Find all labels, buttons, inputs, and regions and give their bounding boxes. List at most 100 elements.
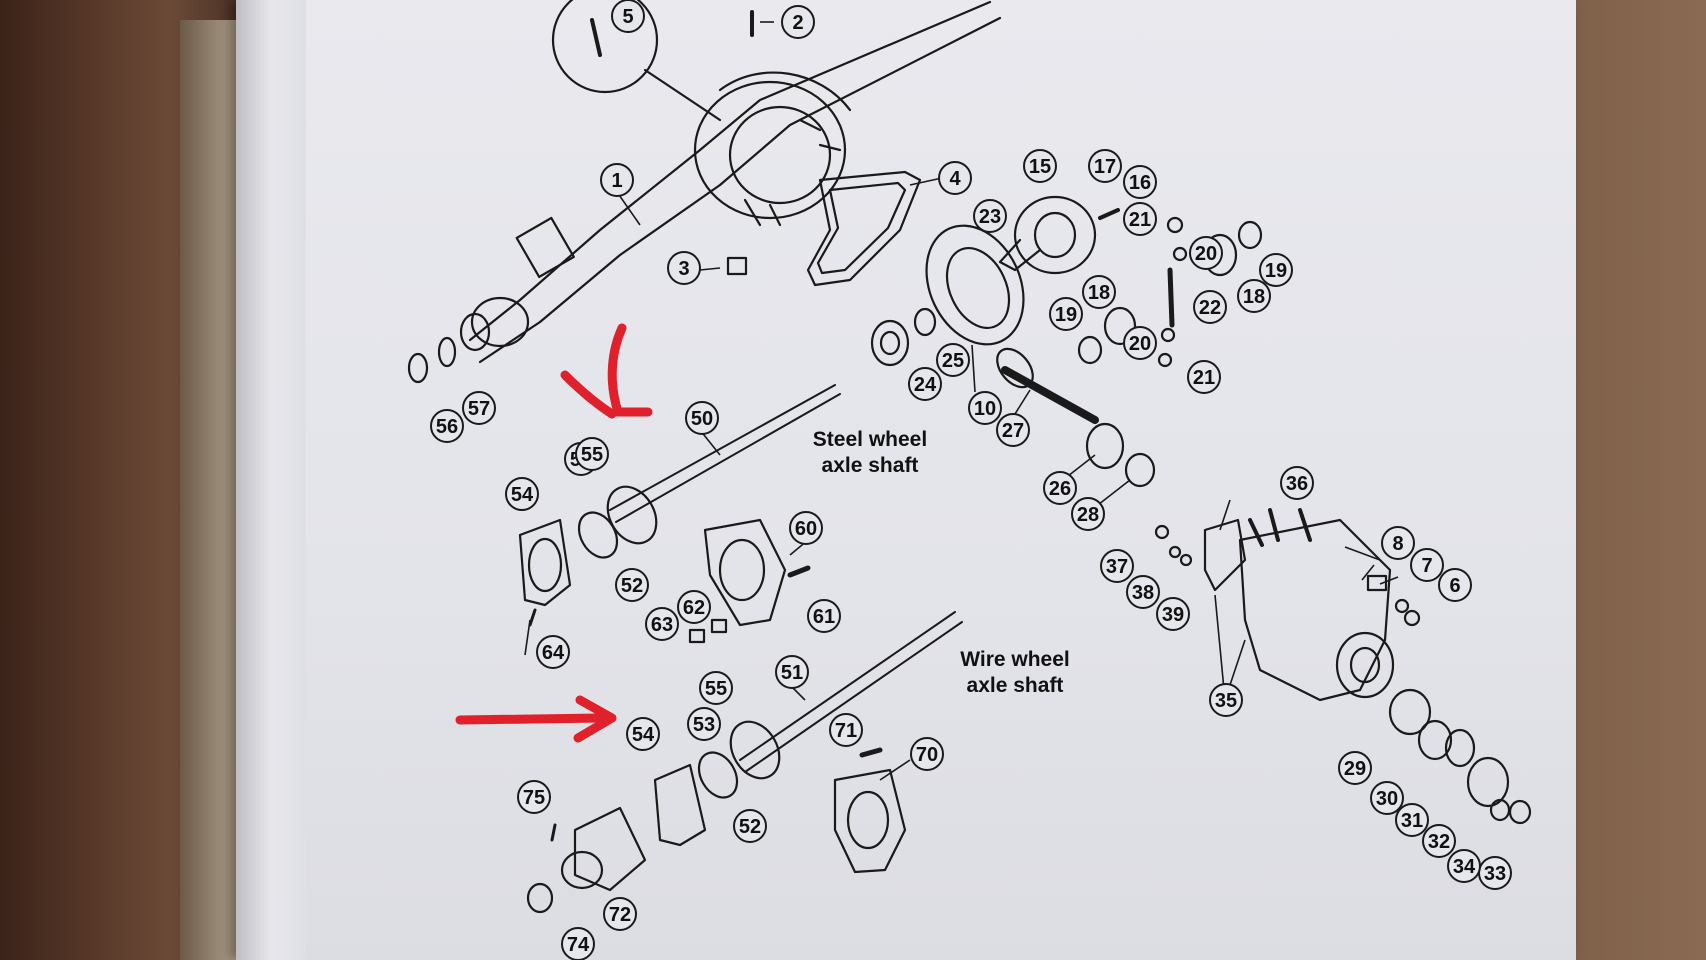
callout-circle (626, 717, 660, 751)
steel-axle-shaft (518, 384, 841, 607)
callout-62: 62 (677, 590, 711, 624)
callout-number: 10 (974, 398, 996, 420)
callout-number: 8 (1392, 533, 1403, 555)
callout-5: 5 (611, 0, 645, 33)
diff-casing (1203, 508, 1395, 702)
callout-circle (829, 713, 863, 747)
callout-circle (1123, 326, 1157, 360)
callout-number: 51 (781, 662, 803, 684)
callout-52: 52 (733, 809, 767, 843)
red-check-arrow (607, 323, 653, 417)
callout-31: 31 (1395, 803, 1429, 837)
callout-number: 19 (1055, 304, 1077, 326)
callout-circle (603, 897, 637, 931)
callout-24: 24 (908, 367, 942, 401)
callout-circle (781, 5, 815, 39)
callout-number: 21 (1193, 367, 1215, 389)
callout-number: 7 (1421, 555, 1432, 577)
callout-circle (733, 809, 767, 843)
callout-number: 56 (436, 416, 458, 438)
hub-70 (833, 768, 907, 874)
callout-number: 60 (795, 518, 817, 540)
callout-circle (505, 477, 539, 511)
callout-circle (699, 671, 733, 705)
callout-circle (1156, 597, 1190, 631)
diff-cage (1013, 195, 1097, 275)
callout-number: 1 (611, 170, 622, 192)
callout-circle (1123, 202, 1157, 236)
callout-20: 20 (1123, 326, 1157, 360)
axle-housing (459, 0, 1002, 364)
steel-caption-line2: axle shaft (822, 454, 919, 477)
callout-circle (667, 251, 701, 285)
callout-number: 52 (621, 575, 643, 597)
callout-circle (1381, 526, 1415, 560)
callout-number: 18 (1243, 286, 1265, 308)
callout-26: 26 (1043, 471, 1077, 505)
callout-circle (1410, 548, 1444, 582)
callout-number: 70 (916, 744, 938, 766)
callout-50: 50 (685, 401, 719, 435)
splined-hub-72 (573, 806, 647, 892)
callout-number: 28 (1077, 504, 1099, 526)
paper-fold-edge (236, 0, 306, 960)
callout-circle (1100, 549, 1134, 583)
callout-39: 39 (1156, 597, 1190, 631)
callout-circle (908, 367, 942, 401)
callout-75: 75 (517, 780, 551, 814)
callout-3: 3 (667, 251, 701, 285)
callout-23: 23 (973, 199, 1007, 233)
callout-7: 7 (1410, 548, 1444, 582)
callout-17: 17 (1088, 149, 1122, 183)
callout-circle (536, 635, 570, 669)
callout-number: 26 (1049, 478, 1071, 500)
callout-55: 55 (699, 671, 733, 705)
callout-15: 15 (1023, 149, 1057, 183)
callout-number: 18 (1088, 282, 1110, 304)
callout-51: 51 (775, 655, 809, 689)
callout-number: 34 (1453, 856, 1476, 878)
callout-number: 53 (693, 714, 715, 736)
callout-number: 5 (622, 6, 633, 28)
callout-number: 64 (542, 642, 565, 664)
callout-number: 15 (1029, 156, 1051, 178)
callout-10: 10 (968, 391, 1002, 425)
callout-number: 4 (949, 168, 961, 190)
callout-circle (1049, 297, 1083, 331)
steel-caption-line1: Steel wheel (813, 428, 927, 451)
callout-circle (1043, 471, 1077, 505)
callout-number: 27 (1002, 420, 1024, 442)
callout-2: 2 (781, 5, 815, 39)
callout-30: 30 (1370, 781, 1404, 815)
callout-number: 63 (651, 614, 673, 636)
callout-circle (775, 655, 809, 689)
callout-number: 71 (835, 720, 857, 742)
callout-number: 3 (678, 258, 689, 280)
callout-number: 22 (1199, 297, 1221, 319)
callout-34: 34 (1447, 849, 1481, 883)
callout-72: 72 (603, 897, 637, 931)
callout-circle (1395, 803, 1429, 837)
callout-number: 21 (1129, 209, 1151, 231)
callout-circle (1259, 253, 1293, 287)
callout-63: 63 (645, 607, 679, 641)
cover-gasket (806, 170, 922, 287)
callout-18: 18 (1237, 279, 1271, 313)
callout-circle (685, 401, 719, 435)
bolt-inset-circle (551, 0, 659, 94)
callout-28: 28 (1071, 497, 1105, 531)
callout-number: 62 (683, 597, 705, 619)
red-annotations (455, 323, 653, 743)
crown-wheel (925, 224, 1025, 346)
callout-number: 32 (1428, 831, 1450, 853)
callout-54: 54 (505, 477, 539, 511)
callout-circle (1126, 575, 1160, 609)
callout-circle (561, 927, 595, 960)
callout-circle (1280, 466, 1314, 500)
callout-20: 20 (1189, 236, 1223, 270)
bearing-24 (870, 319, 910, 367)
callout-circle (938, 161, 972, 195)
